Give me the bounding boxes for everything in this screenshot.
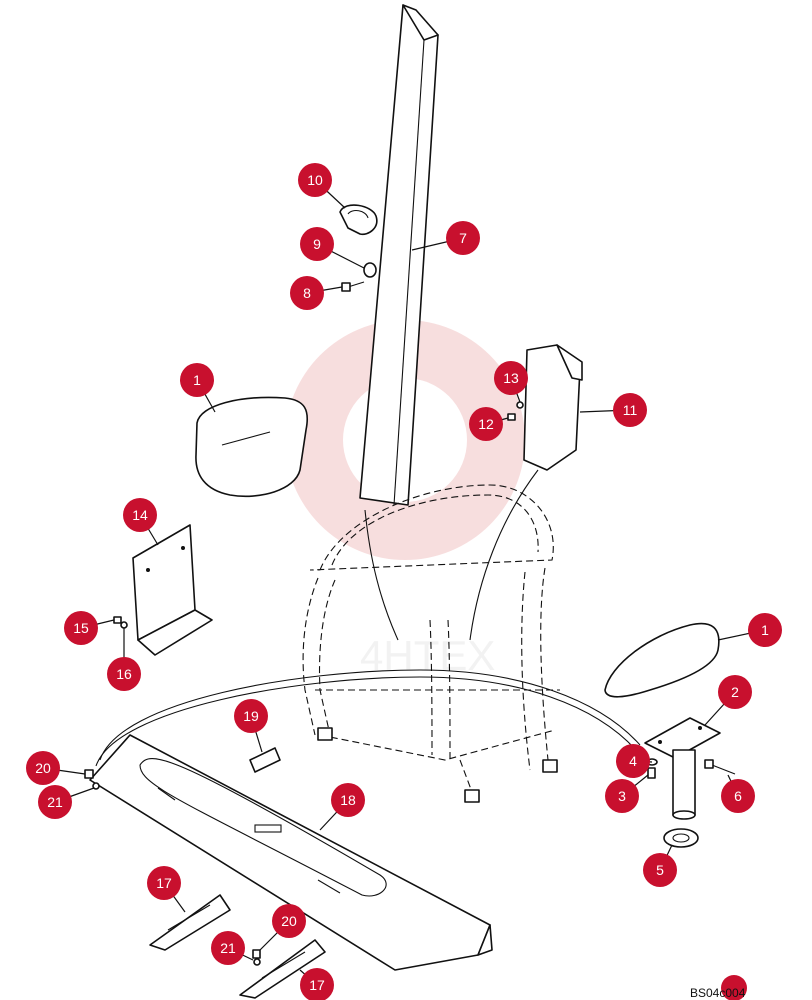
part-17-bracket-b [239, 939, 326, 999]
callout-7: 7 [446, 221, 480, 255]
svg-text:20: 20 [35, 760, 51, 776]
part-8-bolt [341, 281, 365, 292]
svg-text:6: 6 [734, 788, 742, 804]
callout-12: 12 [469, 407, 503, 441]
callout-18: 18 [331, 783, 365, 817]
svg-text:1: 1 [761, 622, 769, 638]
part-14-l-bracket [132, 524, 213, 656]
callout-19: 19 [234, 699, 268, 733]
svg-text:2: 2 [731, 684, 739, 700]
callout-1-right: 1 [748, 613, 782, 647]
svg-text:3: 3 [618, 788, 626, 804]
seat-frame [95, 469, 641, 803]
part-15-screw [113, 616, 122, 624]
callout-2: 2 [718, 675, 752, 709]
svg-text:15: 15 [73, 620, 89, 636]
svg-text:5: 5 [656, 862, 664, 878]
part-3-bolt [647, 767, 656, 779]
svg-text:BS04c004: BS04c004 [690, 986, 746, 1000]
svg-text:21: 21 [47, 794, 63, 810]
callout-21-lower: 21 [211, 931, 245, 965]
part-16-washer [120, 621, 128, 629]
callout-11: 11 [613, 393, 647, 427]
svg-text:14: 14 [132, 507, 148, 523]
svg-text:7: 7 [459, 230, 467, 246]
svg-text:17: 17 [156, 875, 172, 891]
callout-20-lower: 20 [272, 904, 306, 938]
callout-21-left: 21 [38, 785, 72, 819]
svg-text:1: 1 [193, 372, 201, 388]
callout-1-left: 1 [180, 363, 214, 397]
svg-text:13: 13 [503, 370, 519, 386]
part-10-handle [339, 204, 378, 236]
part-7-channel [359, 4, 439, 506]
svg-text:21: 21 [220, 940, 236, 956]
part-19-latch [249, 747, 281, 773]
svg-text:8: 8 [303, 285, 311, 301]
callout-8: 8 [290, 276, 324, 310]
callout-15: 15 [64, 611, 98, 645]
part-1-armrest-right [604, 622, 720, 698]
part-21-nut-a [92, 782, 100, 790]
part-20-fitting-a [84, 769, 94, 779]
part-13-nut [516, 401, 524, 409]
part-11-bracket [523, 344, 583, 471]
svg-text:11: 11 [623, 402, 638, 418]
svg-text:17: 17 [309, 977, 325, 993]
callout-17-upper: 17 [147, 866, 181, 900]
svg-text:16: 16 [116, 666, 132, 682]
callout-5: 5 [643, 853, 677, 887]
part-2-post [644, 717, 721, 820]
part-1-cushion-left [195, 396, 309, 498]
svg-text:20: 20 [281, 913, 297, 929]
callout-14: 14 [123, 498, 157, 532]
part-20-fitting-b [252, 949, 261, 959]
svg-text:4HTEX: 4HTEX [360, 632, 495, 679]
callout-16: 16 [107, 657, 141, 691]
callout-17-lower: 17 [300, 968, 334, 1000]
svg-text:18: 18 [340, 792, 356, 808]
part-9-washer [363, 262, 377, 278]
svg-text:9: 9 [313, 236, 321, 252]
callout-10: 10 [298, 163, 332, 197]
part-21-nut-b [253, 958, 261, 966]
part-18-cover [89, 734, 493, 971]
callout-9: 9 [300, 227, 334, 261]
svg-text:12: 12 [478, 416, 494, 432]
drawing-code: BS04c004 [690, 975, 747, 1000]
svg-text:10: 10 [307, 172, 323, 188]
callout-4: 4 [616, 744, 650, 778]
part-6-pin [704, 759, 736, 775]
callout-20-left: 20 [26, 751, 60, 785]
callout-6: 6 [721, 779, 755, 813]
part-12-screw [507, 413, 516, 421]
callout-13: 13 [494, 361, 528, 395]
part-17-bracket-a [149, 894, 231, 951]
part-5-ring [663, 828, 699, 848]
svg-text:19: 19 [243, 708, 259, 724]
callout-3: 3 [605, 779, 639, 813]
svg-text:4: 4 [629, 753, 637, 769]
